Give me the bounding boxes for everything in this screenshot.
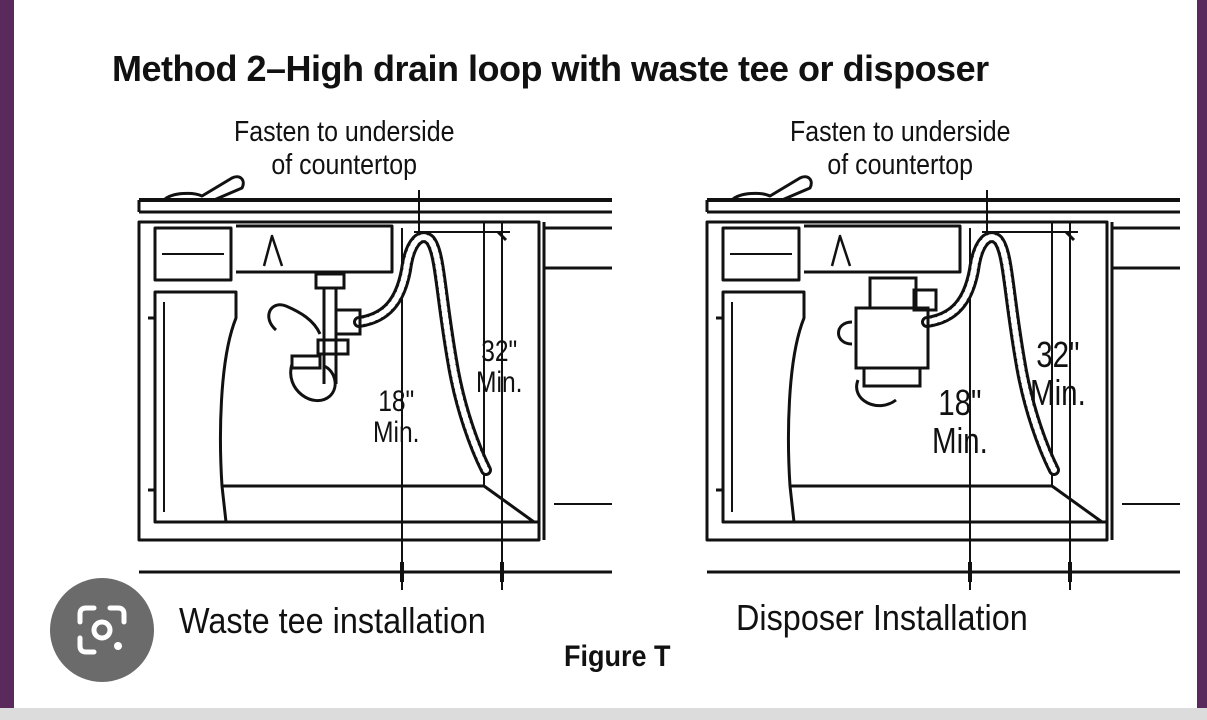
dim-value: 32" [481,335,518,368]
dim-value: 32" [1036,334,1080,375]
waste-tee-plumbing [267,272,362,403]
dim-unit: Min. [476,366,523,399]
disposer-unit [837,276,938,407]
callout-line-1: Fasten to underside [234,116,455,148]
dim-unit: Min. [1030,372,1086,413]
callout-fasten-right: Fasten to underside of countertop [790,116,1010,182]
dim-32-min-right: 32" Min. [1030,336,1086,412]
waste-tee-cabinet [139,177,612,590]
dim-value: 18" [378,385,415,418]
callout-line-2: of countertop [271,149,418,181]
callout-line-2: of countertop [827,149,974,181]
dim-32-min-left: 32" Min. [476,336,522,398]
caption-waste-tee: Waste tee installation [179,600,486,641]
diagram-page: Method 2–High drain loop with waste tee … [14,0,1197,708]
diagram-title: Method 2–High drain loop with waste tee … [112,48,989,89]
page-bottom-edge [0,708,1207,720]
lens-search-button[interactable] [50,578,154,682]
figure-label: Figure T [564,640,671,673]
lens-search-icon [77,605,127,655]
dim-value: 18" [938,382,982,423]
diagram-drawing [14,0,1197,708]
dim-unit: Min. [932,420,988,461]
dim-unit: Min. [373,416,420,449]
callout-fasten-left: Fasten to underside of countertop [234,116,454,182]
dim-18-min-right: 18" Min. [932,384,988,460]
callout-line-1: Fasten to underside [790,116,1011,148]
dim-18-min-left: 18" Min. [373,386,419,448]
caption-disposer: Disposer Installation [736,597,1028,638]
